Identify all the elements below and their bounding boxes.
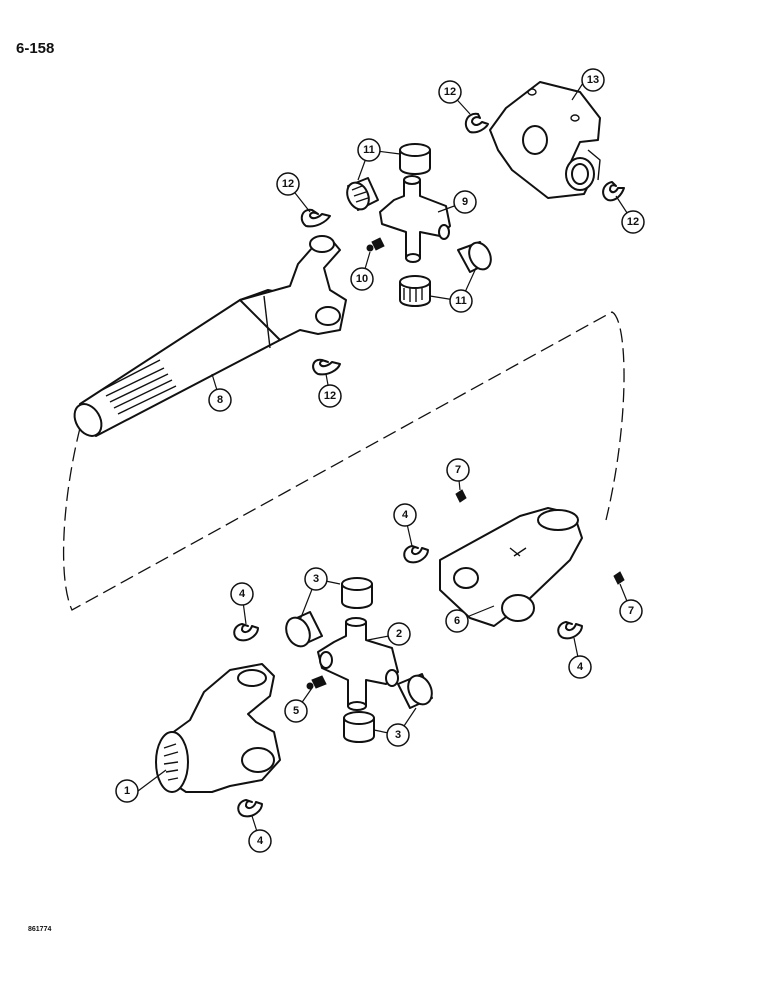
svg-text:7: 7 (628, 605, 634, 617)
callout-1: 1 (115, 779, 139, 803)
grease-fitting-7-b (613, 571, 625, 585)
snap-ring-12-b (602, 181, 625, 202)
svg-text:7: 7 (455, 464, 461, 476)
splined-yoke-part-1 (155, 663, 281, 793)
svg-text:6: 6 (454, 615, 460, 627)
bearing-cup-3-left (285, 611, 323, 648)
bearing-cup-11-left (346, 177, 379, 211)
svg-text:1: 1 (124, 785, 130, 797)
figure-code: 861774 (28, 926, 52, 933)
callout-4-a: 4 (393, 503, 417, 527)
bearing-cup-11-top (399, 143, 431, 175)
svg-text:12: 12 (282, 178, 294, 190)
yoke-part-6 (439, 507, 583, 627)
grease-fitting-5 (306, 675, 327, 690)
svg-text:3: 3 (313, 573, 319, 585)
callout-10: 10 (350, 267, 374, 291)
callout-7-a: 7 (446, 458, 470, 482)
snap-ring-4-a (403, 545, 429, 564)
callout-12-b: 12 (621, 210, 645, 234)
callout-12-d: 12 (318, 384, 342, 408)
grease-fitting-7-a (455, 489, 467, 503)
callout-6: 6 (445, 609, 469, 633)
page-number: 6-158 (16, 40, 55, 57)
slip-yoke-shaft-part-8 (73, 235, 347, 437)
bearing-cup-3-right (397, 673, 433, 709)
bearing-cup-11-right (457, 241, 492, 273)
callout-12-a: 12 (438, 80, 462, 104)
svg-text:12: 12 (324, 390, 336, 402)
callout-2: 2 (387, 622, 411, 646)
snap-ring-12-c (300, 208, 331, 228)
callout-3-b: 3 (386, 723, 410, 747)
svg-text:9: 9 (462, 196, 468, 208)
bearing-cup-3-top (341, 577, 373, 609)
bearing-cup-3-bottom (343, 711, 375, 743)
callout-4-c: 4 (230, 582, 254, 606)
assembly-group-outline (62, 311, 625, 611)
snap-ring-12-a (464, 112, 489, 134)
svg-text:3: 3 (395, 729, 401, 741)
snap-ring-4-c (557, 621, 583, 640)
svg-text:13: 13 (587, 74, 599, 86)
callout-12-c: 12 (276, 172, 300, 196)
svg-text:4: 4 (402, 509, 409, 521)
svg-text:10: 10 (356, 273, 368, 285)
svg-text:11: 11 (363, 144, 375, 156)
bearing-cup-11-bottom (399, 275, 431, 307)
callout-13: 13 (581, 68, 605, 92)
snap-ring-12-d (312, 358, 341, 376)
svg-text:12: 12 (444, 86, 456, 98)
flange-yoke-part-13 (489, 81, 601, 199)
callout-11-b: 11 (449, 289, 473, 313)
cross-part-2 (317, 617, 399, 711)
callout-7-b: 7 (619, 599, 643, 623)
callout-11-a: 11 (357, 138, 381, 162)
svg-text:12: 12 (627, 216, 639, 228)
cross-part-9 (379, 175, 451, 263)
callout-8: 8 (208, 388, 232, 412)
callout-3-a: 3 (304, 567, 328, 591)
svg-text:4: 4 (577, 661, 584, 673)
svg-text:5: 5 (293, 705, 299, 717)
callout-9: 9 (453, 190, 477, 214)
snap-ring-4-b (233, 623, 259, 642)
snap-ring-4-d (237, 799, 263, 818)
callout-4-b: 4 (568, 655, 592, 679)
svg-text:2: 2 (396, 628, 402, 640)
callout-4-d: 4 (248, 829, 272, 853)
svg-text:11: 11 (455, 295, 467, 307)
callout-5: 5 (284, 699, 308, 723)
svg-text:4: 4 (257, 835, 264, 847)
svg-text:8: 8 (217, 394, 223, 406)
svg-text:4: 4 (239, 588, 246, 600)
grease-fitting-10 (366, 237, 385, 252)
